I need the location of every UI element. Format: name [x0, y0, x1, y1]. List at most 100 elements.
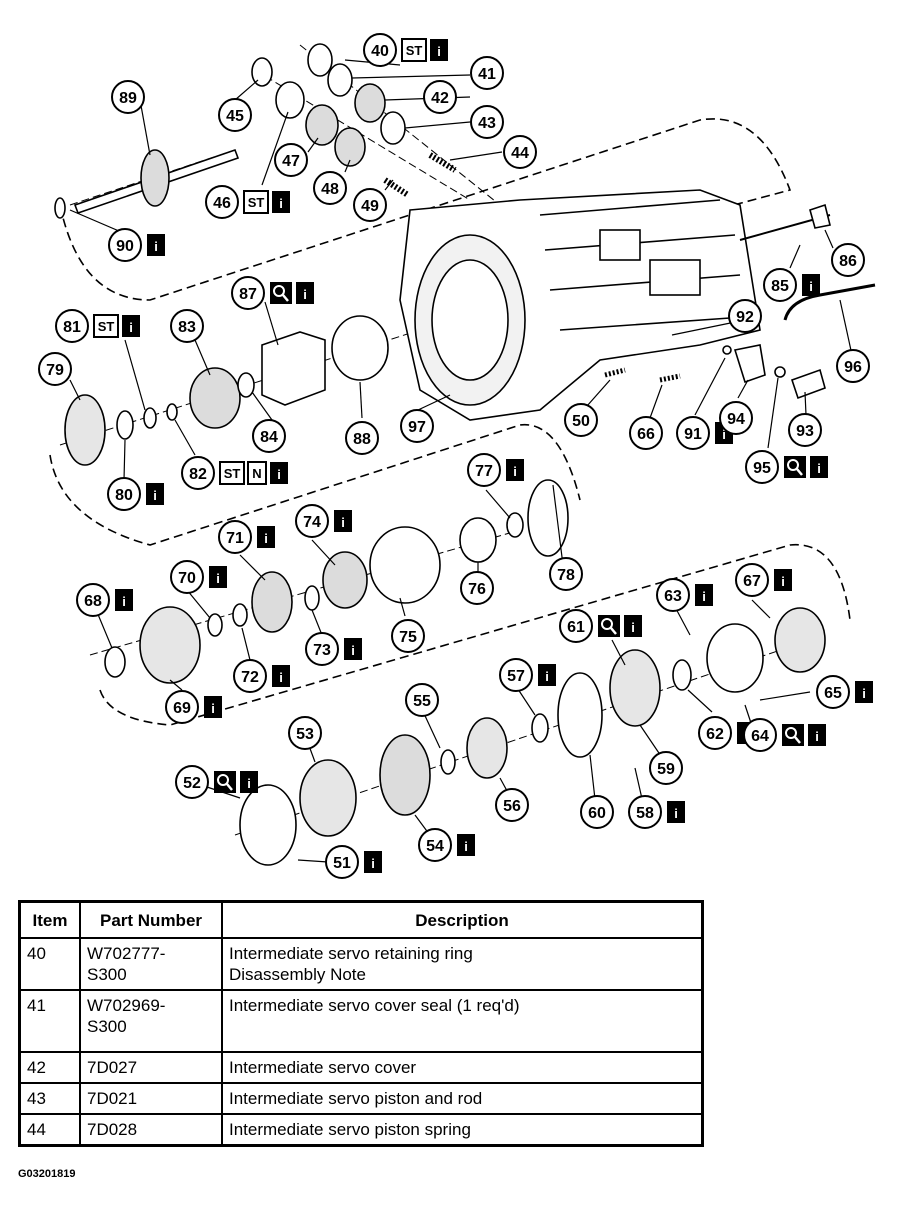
callout-number: 49 [361, 198, 379, 215]
badge-label: N [252, 466, 261, 481]
info-icon[interactable]: i [802, 274, 820, 296]
info-icon[interactable]: i [364, 851, 382, 873]
item-cell: 41 [18, 989, 81, 1053]
special-tool-badge[interactable]: ST [401, 38, 427, 62]
info-icon[interactable]: i [506, 459, 524, 481]
info-icon[interactable]: i [695, 584, 713, 606]
item-cell: 43 [18, 1082, 81, 1115]
badge-label: i [303, 287, 307, 302]
info-icon[interactable]: i [430, 39, 448, 61]
part-number-cell: 7D028 [79, 1113, 223, 1147]
callout-number: 92 [736, 309, 754, 326]
callout-43: 43 [470, 105, 504, 139]
magnifier-icon[interactable] [214, 771, 236, 793]
info-icon[interactable]: i [457, 834, 475, 856]
callout-circle [628, 795, 662, 829]
callout-56: 56 [495, 788, 529, 822]
callout-66: 66 [629, 416, 663, 450]
badge-label: i [279, 196, 283, 211]
badge-label: ST [406, 43, 423, 58]
info-icon[interactable]: i [296, 282, 314, 304]
callout-circle [55, 309, 89, 343]
badge-label: i [153, 488, 157, 503]
callout-circle [743, 718, 777, 752]
info-icon[interactable]: i [334, 510, 352, 532]
callout-59: 59 [649, 751, 683, 785]
callout-circle [649, 751, 683, 785]
parts-table: Item Part Number Description 40 W702777-… [18, 900, 704, 1147]
info-icon[interactable]: i [855, 681, 873, 703]
badge-label: i [216, 571, 220, 586]
info-icon[interactable]: i [115, 589, 133, 611]
magnifier-icon[interactable] [782, 724, 804, 746]
special-tool-badge[interactable]: ST [243, 190, 269, 214]
info-icon[interactable]: i [667, 801, 685, 823]
info-icon[interactable]: i [122, 315, 140, 337]
special-tool-badge[interactable]: ST [93, 314, 119, 338]
magnifier-icon[interactable] [270, 282, 292, 304]
table-row: 43 7D021 Intermediate servo piston and r… [18, 1082, 704, 1115]
callout-circle [231, 276, 265, 310]
info-icon[interactable]: i [344, 638, 362, 660]
callout-55: 55 [405, 683, 439, 717]
callout-circle [175, 765, 209, 799]
callout-number: 44 [511, 145, 529, 162]
info-icon[interactable]: i [147, 234, 165, 256]
info-icon[interactable]: i [240, 771, 258, 793]
callout-circle [107, 477, 141, 511]
info-icon[interactable]: i [272, 191, 290, 213]
callout-76: 76 [460, 571, 494, 605]
badge-label: i [631, 620, 635, 635]
callout-circle [288, 716, 322, 750]
info-icon[interactable]: i [209, 566, 227, 588]
info-icon[interactable]: i [810, 456, 828, 478]
callout-number: 56 [503, 798, 521, 815]
part-number-cell: 7D027 [79, 1051, 223, 1084]
badge-label: i [702, 589, 706, 604]
info-icon[interactable]: i [624, 615, 642, 637]
callout-number: 74 [303, 514, 321, 531]
badge-label: i [129, 320, 133, 335]
callout-88: 88 [345, 421, 379, 455]
callout-96: 96 [836, 349, 870, 383]
new-part-badge[interactable]: N [247, 461, 267, 485]
description-cell: Intermediate servo cover [221, 1051, 704, 1084]
info-icon[interactable]: i [538, 664, 556, 686]
info-icon[interactable]: i [204, 696, 222, 718]
callout-circle [345, 421, 379, 455]
callout-circle [676, 416, 710, 450]
magnifier-icon[interactable] [598, 615, 620, 637]
info-icon[interactable]: i [272, 665, 290, 687]
callout-circle [233, 659, 267, 693]
callout-circle [205, 185, 239, 219]
callout-circle [735, 563, 769, 597]
callout-circle [405, 683, 439, 717]
callout-circle [719, 401, 753, 435]
magnifier-icon[interactable] [784, 456, 806, 478]
callout-number: 59 [657, 761, 675, 778]
callout-circle [108, 228, 142, 262]
info-icon[interactable]: i [146, 483, 164, 505]
callout-92: 92 [728, 299, 762, 333]
info-icon[interactable]: i [808, 724, 826, 746]
info-icon[interactable]: i [774, 569, 792, 591]
info-icon[interactable]: i [257, 526, 275, 548]
callout-number: 89 [119, 90, 137, 107]
item-cell: 42 [18, 1051, 81, 1084]
info-icon[interactable]: i [270, 462, 288, 484]
special-tool-badge[interactable]: ST [219, 461, 245, 485]
callout-circle [549, 557, 583, 591]
callout-number: 48 [321, 181, 339, 198]
table-header-row: Item Part Number Description [18, 900, 704, 939]
